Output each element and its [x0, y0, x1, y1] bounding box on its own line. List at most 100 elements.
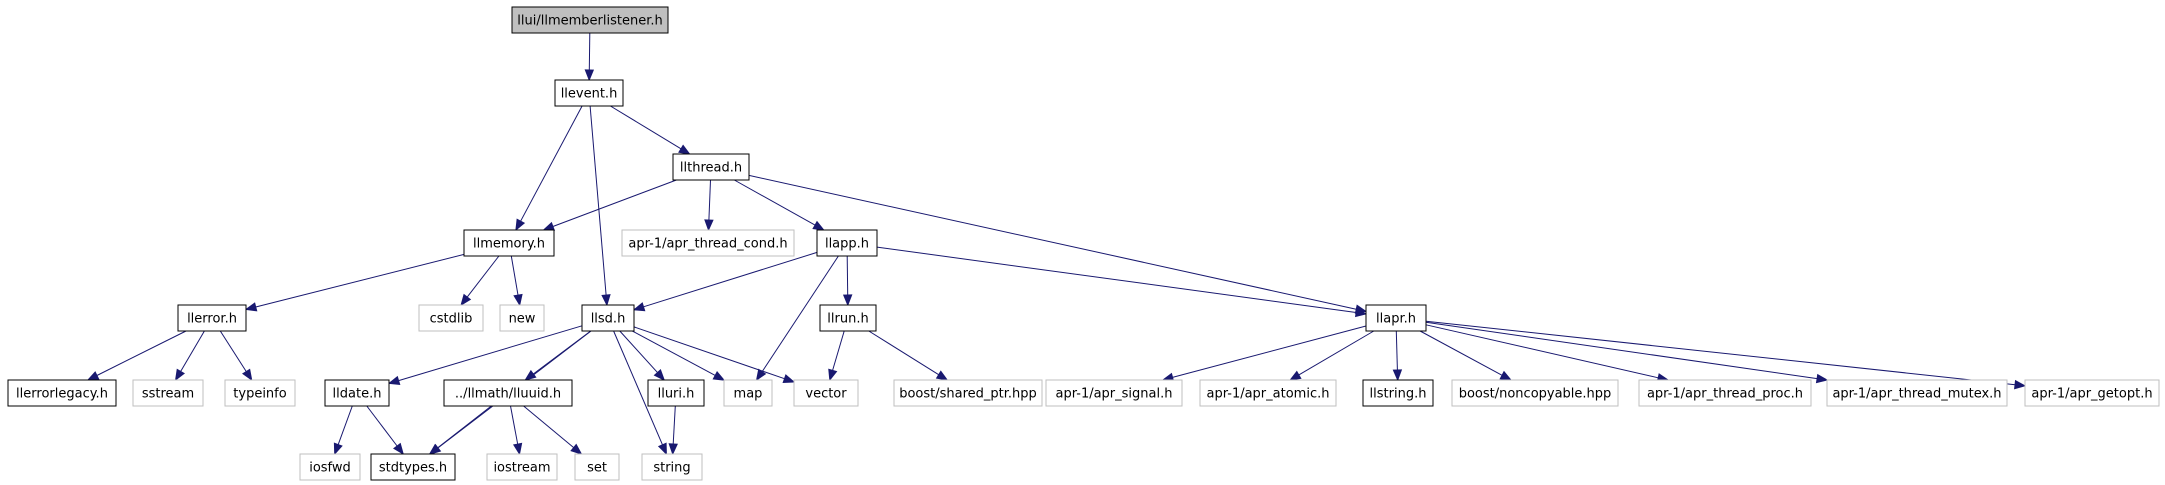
node-label: iostream: [493, 461, 550, 476]
edge-arrowhead: [1355, 307, 1368, 318]
node-llerror[interactable]: llerror.h: [177, 304, 247, 332]
node-label: llapp.h: [825, 237, 869, 252]
edge-arrowhead: [704, 219, 714, 232]
edge-line: [180, 330, 205, 372]
node-llmemory[interactable]: llmemory.h: [463, 229, 555, 257]
node-llsd[interactable]: llsd.h: [581, 304, 635, 332]
node-box: [672, 153, 750, 181]
edge-arrowhead: [460, 293, 472, 307]
edge-line: [876, 246, 1357, 313]
edge-arrowhead: [601, 294, 611, 307]
node-llrun[interactable]: llrun.h: [819, 304, 877, 332]
node-label: set: [587, 461, 607, 476]
edge-llsd-to-vector: [633, 326, 796, 384]
node-box: [2024, 379, 2160, 407]
node-box: [486, 453, 558, 481]
node-box: [299, 453, 361, 481]
node-box: [819, 304, 877, 332]
edge-llsd-to-lluuid: [524, 330, 591, 381]
node-set: set: [574, 453, 620, 481]
node-lldate[interactable]: lldate.h: [324, 379, 390, 407]
node-label: apr-1/apr_thread_proc.h: [1647, 387, 1803, 402]
edge-llapp-to-llsd: [632, 251, 818, 312]
node-box: [1451, 379, 1619, 407]
node-apr_proc: apr-1/apr_thread_proc.h: [1638, 379, 1812, 407]
edge-lluuid-to-iostream: [510, 405, 523, 456]
node-llapp[interactable]: llapp.h: [816, 229, 878, 257]
edge-llapr-to-llstring: [1392, 330, 1403, 382]
edge-arrowhead: [333, 442, 343, 456]
node-box: [816, 229, 878, 257]
node-lluuid[interactable]: ../llmath/lluuid.h: [443, 379, 573, 407]
node-box: [418, 304, 484, 332]
edge-llapp-to-map: [755, 255, 839, 382]
node-map: map: [723, 379, 773, 407]
node-label: boost/noncopyable.hpp: [1459, 387, 1612, 402]
edge-line: [96, 330, 187, 376]
edge-llerror-to-sstream: [174, 330, 205, 382]
edge-line: [610, 105, 682, 150]
node-label: llsd.h: [591, 312, 626, 327]
node-label: map: [734, 387, 763, 402]
edge-lldate-to-stdtypes: [366, 405, 405, 456]
edge-line: [366, 405, 398, 447]
edge-arrowhead: [512, 442, 523, 456]
edge-arrowhead: [542, 221, 556, 231]
node-iosfwd: iosfwd: [299, 453, 361, 481]
node-label: llrun.h: [827, 312, 868, 327]
edge-arrowhead: [812, 220, 825, 231]
node-box: [1638, 379, 1812, 407]
node-label: new: [509, 312, 536, 327]
edge-line: [1425, 320, 2016, 386]
edge-llapp-to-llrun: [842, 255, 853, 307]
edge-arrowhead: [678, 144, 691, 155]
node-label: lldate.h: [333, 387, 382, 402]
edge-arrowhead: [86, 371, 100, 381]
edge-line: [589, 105, 607, 296]
edge-llsd-to-lluri: [619, 330, 666, 381]
node-shared_ptr: boost/shared_ptr.hpp: [893, 379, 1043, 407]
edge-line: [466, 255, 500, 298]
node-box: [370, 453, 456, 481]
edge-arrowhead: [244, 302, 258, 312]
edge-arrowhead: [515, 218, 526, 232]
edge-llrun-to-shared_ptr: [868, 330, 949, 381]
edge-line: [1419, 330, 1503, 376]
node-box: [621, 229, 795, 257]
edge-line: [748, 174, 1357, 310]
node-label: llerrorlegacy.h: [16, 387, 108, 402]
node-llthread[interactable]: llthread.h: [672, 153, 750, 181]
edge-line: [633, 326, 785, 380]
edge-arrowhead: [1289, 370, 1302, 381]
edge-arrowhead: [828, 368, 838, 382]
edge-line: [632, 330, 716, 376]
edge-line: [613, 330, 663, 445]
node-box: [647, 379, 705, 407]
node-box: [641, 453, 703, 481]
edge-line: [1298, 330, 1375, 376]
node-label: string: [653, 461, 690, 476]
edge-llevent-to-llsd: [589, 105, 611, 307]
node-llevent[interactable]: llevent.h: [554, 79, 624, 107]
edge-arrowhead: [712, 371, 726, 381]
node-box: [1045, 379, 1183, 407]
node-box: [574, 453, 620, 481]
node-lluri[interactable]: lluri.h: [647, 379, 705, 407]
edge-arrowhead: [428, 443, 441, 455]
edge-line: [846, 255, 849, 296]
edge-line: [832, 330, 845, 371]
node-llstring[interactable]: llstring.h: [1362, 379, 1434, 407]
node-iostream: iostream: [486, 453, 558, 481]
node-stdtypes[interactable]: stdtypes.h: [370, 453, 456, 481]
node-label: apr-1/apr_getopt.h: [2031, 387, 2152, 402]
node-box: [1199, 379, 1337, 407]
edge-llmemory-to-cstdlib: [460, 255, 500, 307]
node-label: apr-1/apr_thread_mutex.h: [1832, 387, 2001, 402]
edge-llapr-to-apr_atomic: [1289, 330, 1375, 381]
node-llerrorlegacy[interactable]: llerrorlegacy.h: [7, 379, 117, 407]
node-llapr[interactable]: llapr.h: [1365, 304, 1427, 332]
edge-llevent-to-llthread: [610, 105, 691, 155]
edge-arrowhead: [632, 302, 646, 312]
edge-llapr-to-apr_getopt: [1425, 320, 2027, 390]
